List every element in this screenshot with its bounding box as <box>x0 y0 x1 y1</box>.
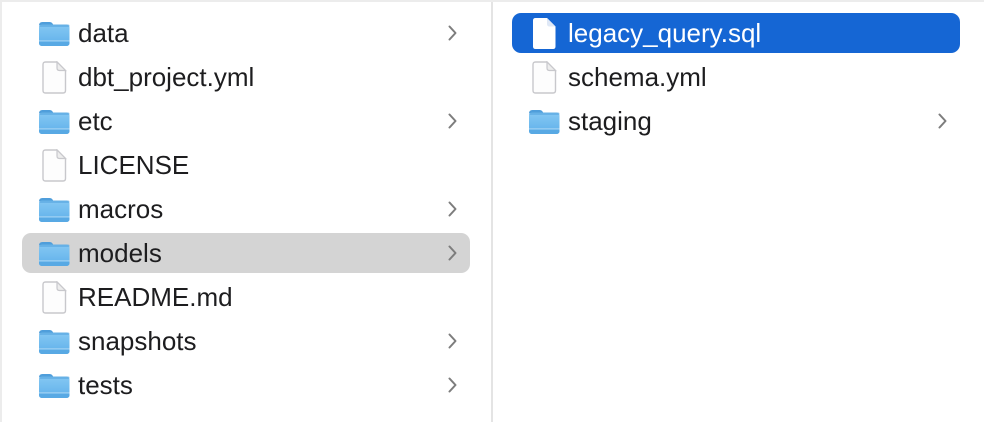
folder-row[interactable]: tests <box>22 365 470 405</box>
document-icon <box>36 148 72 182</box>
item-name: etc <box>78 105 113 136</box>
item-name: schema.yml <box>568 61 707 92</box>
item-name: dbt_project.yml <box>78 61 255 92</box>
folder-row[interactable]: staging <box>512 101 960 141</box>
chevron-right-icon <box>447 376 458 394</box>
chevron-right-icon <box>447 332 458 350</box>
item-name: macros <box>78 193 164 224</box>
item-name: README.md <box>78 281 233 312</box>
file-row[interactable]: schema.yml <box>512 57 960 97</box>
item-name: staging <box>568 105 652 136</box>
item-name: legacy_query.sql <box>568 17 762 48</box>
item-name: snapshots <box>78 325 197 356</box>
chevron-right-icon <box>447 200 458 218</box>
folder-icon <box>36 107 72 136</box>
item-name: LICENSE <box>78 149 190 180</box>
item-name: tests <box>78 369 133 400</box>
file-row[interactable]: LICENSE <box>22 145 470 185</box>
document-icon <box>526 17 562 50</box>
file-row[interactable]: README.md <box>22 277 470 317</box>
folder-icon <box>36 371 72 400</box>
folder-row[interactable]: etc <box>22 101 470 141</box>
column-2: legacy_query.sql schema.yml staging <box>493 2 984 422</box>
folder-row[interactable]: macros <box>22 189 470 229</box>
folder-icon <box>36 239 72 268</box>
folder-row[interactable]: snapshots <box>22 321 470 361</box>
chevron-right-icon <box>447 24 458 42</box>
document-icon <box>526 60 562 94</box>
file-row[interactable]: dbt_project.yml <box>22 57 470 97</box>
chevron-right-icon <box>447 244 458 262</box>
document-icon <box>36 60 72 94</box>
folder-icon <box>526 107 562 136</box>
folder-icon <box>36 195 72 224</box>
folder-icon <box>36 327 72 356</box>
folder-row[interactable]: data <box>22 13 470 53</box>
item-name: models <box>78 237 162 268</box>
item-name: data <box>78 17 129 48</box>
document-icon <box>36 280 72 314</box>
chevron-right-icon <box>447 112 458 130</box>
file-row[interactable]: legacy_query.sql <box>512 13 960 53</box>
folder-row[interactable]: models <box>22 233 470 273</box>
chevron-right-icon <box>937 112 948 130</box>
folder-icon <box>36 19 72 48</box>
